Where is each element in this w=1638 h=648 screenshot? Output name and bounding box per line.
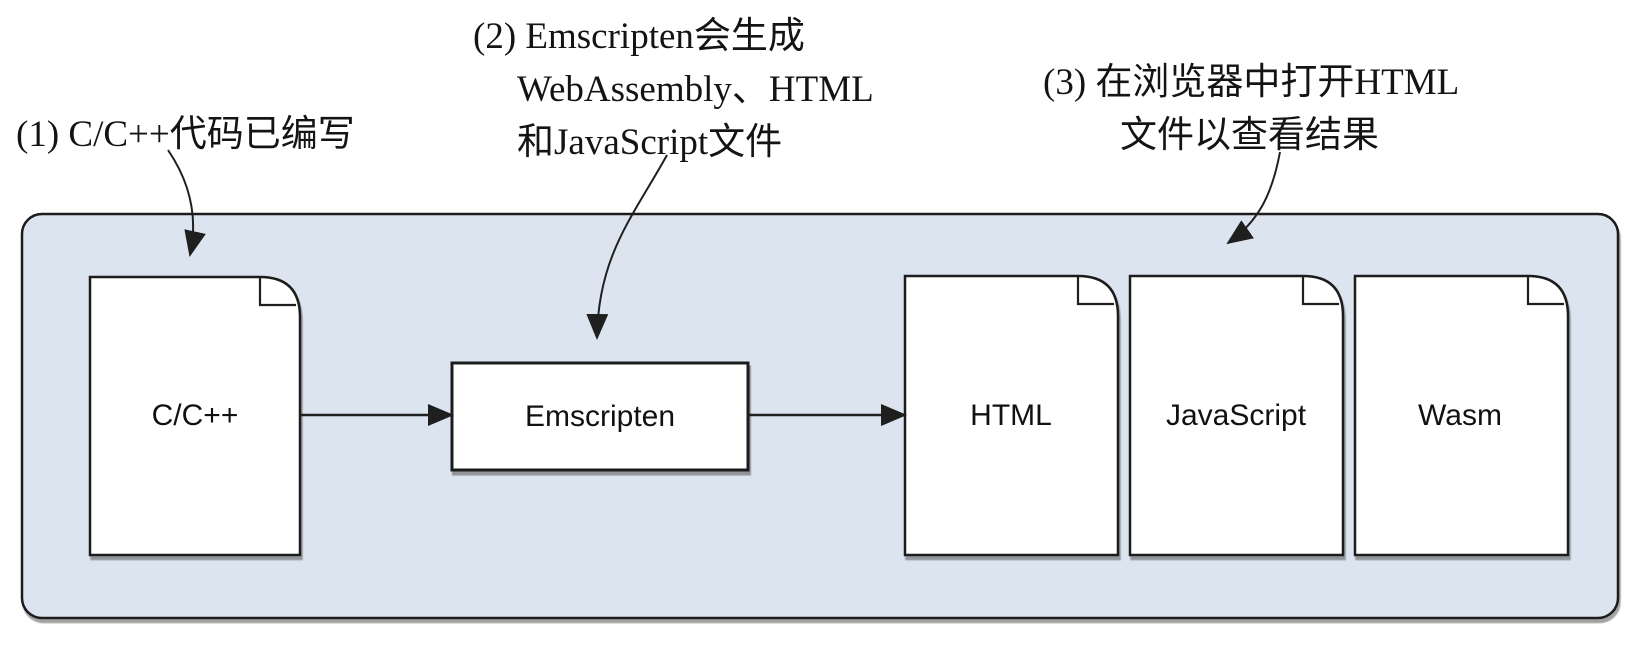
wasm-document-label: Wasm [1418, 399, 1502, 432]
annotation-3-line-2: 文件以查看结果 [1120, 115, 1379, 156]
annotation-2-line-2: WebAssembly、HTML [517, 69, 874, 110]
javascript-document-fold-icon [1301, 276, 1339, 306]
annotation-3-arrow-icon [1226, 151, 1281, 245]
cpp-document-fold-icon [258, 277, 296, 307]
annotation-2-line-3: 和JavaScript文件 [517, 122, 783, 163]
javascript-document-label: JavaScript [1165, 399, 1307, 432]
javascript-document-icon [1128, 274, 1345, 557]
emscripten-process-box [450, 361, 750, 472]
annotation-3-line-1: (3) 在浏览器中打开HTML [1043, 62, 1460, 103]
wasm-document-fold-icon [1526, 276, 1564, 306]
annotation-1-line-1: (1) C/C++代码已编写 [16, 114, 355, 155]
annotation-step-1: (1) C/C++代码已编写 [16, 108, 355, 161]
annotation-step-2: (2) Emscripten会生成 WebAssembly、HTML 和Java… [473, 10, 874, 169]
annotation-1-arrow-icon [167, 149, 206, 257]
html-document-icon [903, 274, 1120, 557]
annotation-step-3: (3) 在浏览器中打开HTML 文件以查看结果 [1043, 56, 1459, 162]
html-document-fold-icon [1076, 276, 1114, 306]
annotation-2-arrow-icon [586, 154, 668, 340]
emscripten-process-label: Emscripten [524, 400, 676, 433]
wasm-document-icon [1353, 274, 1570, 557]
cpp-document-icon [88, 275, 302, 557]
annotation-2-line-1: (2) Emscripten会生成 [473, 16, 805, 57]
cpp-document-label: C/C++ [151, 399, 239, 432]
html-document-label: HTML [970, 399, 1052, 432]
